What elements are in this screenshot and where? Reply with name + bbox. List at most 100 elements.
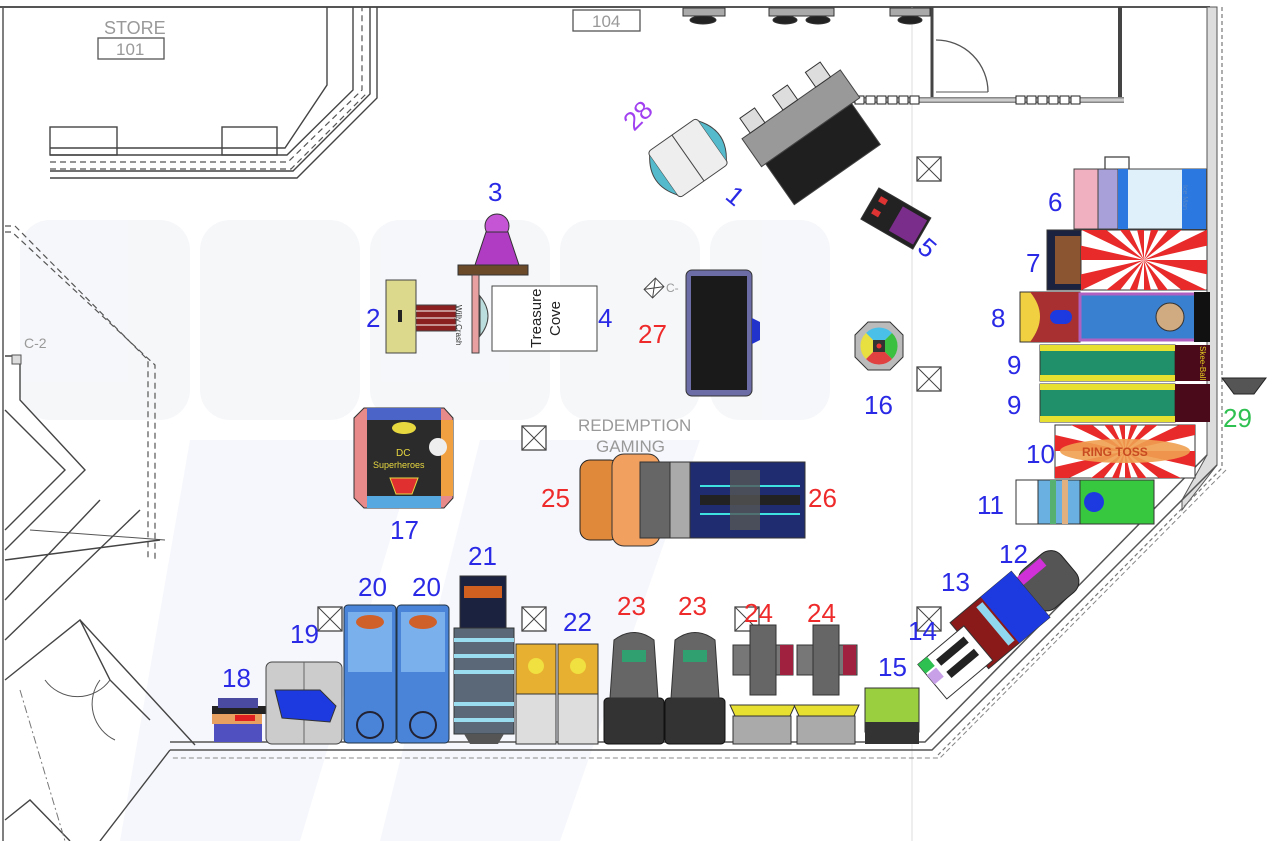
column-c-label: C- (666, 281, 679, 295)
label-8: 8 (991, 303, 1005, 333)
label-10: 10 (1026, 439, 1055, 469)
structural-columns (317, 156, 1130, 632)
label-24b: 24 (807, 598, 836, 628)
label-24a: 24 (744, 598, 773, 628)
machine-12[interactable] (1013, 545, 1085, 617)
sunburst-ray (1144, 230, 1159, 260)
sunburst-ray (1144, 260, 1168, 290)
treasure-cove-line2: Cove (547, 301, 564, 336)
label-13: 13 (941, 567, 970, 597)
label-12: 12 (999, 539, 1028, 569)
machine-20-a[interactable] (343, 604, 397, 744)
machine-24-b[interactable] (793, 624, 860, 745)
sunburst-ray (1144, 260, 1207, 275)
ring-toss-label: RING TOSS (1082, 445, 1148, 459)
sunburst-ray (1071, 425, 1125, 451)
label-29: 29 (1223, 403, 1252, 433)
label-20b: 20 (412, 572, 441, 602)
machine-28-table[interactable] (640, 113, 736, 204)
label-15: 15 (878, 652, 907, 682)
willy-crash-machine[interactable] (471, 274, 480, 354)
machine-6[interactable] (1073, 168, 1207, 230)
machine-18[interactable] (212, 698, 266, 742)
column-c2 (11, 354, 22, 365)
label-25: 25 (541, 483, 570, 513)
sunburst-ray (1144, 230, 1207, 260)
zone-label-line1: REDEMPTION (578, 416, 691, 435)
machine-11[interactable] (1015, 479, 1155, 525)
machine-1-bar-table[interactable] (732, 55, 889, 207)
label-21: 21 (468, 541, 497, 571)
label-23b: 23 (678, 591, 707, 621)
machine-24-a[interactable] (729, 624, 796, 745)
store-label: STORE (104, 18, 166, 38)
label-11: 11 (977, 490, 1004, 520)
machine-26[interactable] (689, 461, 806, 539)
machine-21[interactable] (453, 575, 515, 744)
dc-line2: Superheroes (373, 460, 425, 470)
label-28: 28 (617, 95, 659, 137)
machine-25[interactable] (579, 453, 693, 547)
store-number-box (97, 37, 165, 60)
machine-23-b[interactable] (664, 632, 726, 745)
label-6: 6 (1048, 187, 1062, 217)
machine-15[interactable] (864, 687, 920, 744)
label-19: 19 (290, 619, 319, 649)
willy-crash-label: Willy Crash (454, 305, 463, 345)
ice-man-label: Ice Man (1181, 185, 1188, 210)
machine-8[interactable] (1019, 291, 1210, 343)
label-20a: 20 (358, 572, 387, 602)
label-9a: 9 (1007, 350, 1021, 380)
back-room-walls (840, 7, 1124, 105)
label-7: 7 (1026, 248, 1040, 278)
sunburst-ray (1125, 451, 1132, 478)
sunburst-ray (1144, 230, 1182, 260)
label-26: 26 (808, 483, 837, 513)
store-101-walls (49, 7, 378, 179)
treasure-cove-line1: Treasure (528, 289, 545, 348)
machine-14[interactable] (917, 625, 994, 700)
room-104-number: 104 (592, 12, 620, 31)
machine-9-a[interactable] (1039, 344, 1210, 382)
left-stair-structure: C-2 (4, 225, 196, 841)
machine-7[interactable] (1024, 140, 1264, 380)
store-number: 101 (116, 40, 144, 59)
column-marker (916, 606, 942, 632)
machine-10[interactable] (1005, 331, 1245, 571)
dc-line1: DC (396, 448, 410, 459)
machine-19[interactable] (265, 661, 343, 745)
sunburst-ray (1081, 260, 1144, 290)
machine-4-treasure-cove[interactable] (491, 285, 598, 352)
label-9b: 9 (1007, 390, 1021, 420)
column-marker (521, 425, 547, 451)
machine-3[interactable] (457, 213, 529, 276)
column-marker (521, 606, 547, 632)
machine-17-dc-superheroes[interactable] (353, 407, 454, 509)
column-marker (317, 606, 343, 632)
sunburst-ray (1144, 260, 1151, 290)
column-c (643, 277, 665, 299)
skee-ball-label: Skee-Ball (1198, 346, 1207, 380)
sunburst-ray (1119, 425, 1125, 451)
machine-5[interactable] (860, 187, 932, 250)
column-marker (916, 366, 942, 392)
label-16: 16 (864, 390, 893, 420)
zone-label-line2: GAMING (596, 437, 665, 456)
watermark (20, 220, 830, 841)
machine-29[interactable] (1221, 377, 1267, 395)
machine-27[interactable] (685, 269, 760, 397)
sunburst-ray (1120, 230, 1144, 260)
label-22: 22 (563, 607, 592, 637)
machine-2[interactable] (385, 279, 457, 354)
sunburst-ray (1144, 260, 1207, 290)
machine-16[interactable] (854, 321, 904, 371)
machine-22[interactable] (515, 643, 599, 745)
sunburst-ray (1081, 230, 1144, 260)
machine-20-b[interactable] (396, 604, 450, 744)
label-27: 27 (638, 319, 667, 349)
machine-23-a[interactable] (603, 632, 665, 745)
room-104-box (572, 9, 641, 32)
label-17: 17 (390, 515, 419, 545)
machine-9-b[interactable] (1039, 383, 1210, 423)
